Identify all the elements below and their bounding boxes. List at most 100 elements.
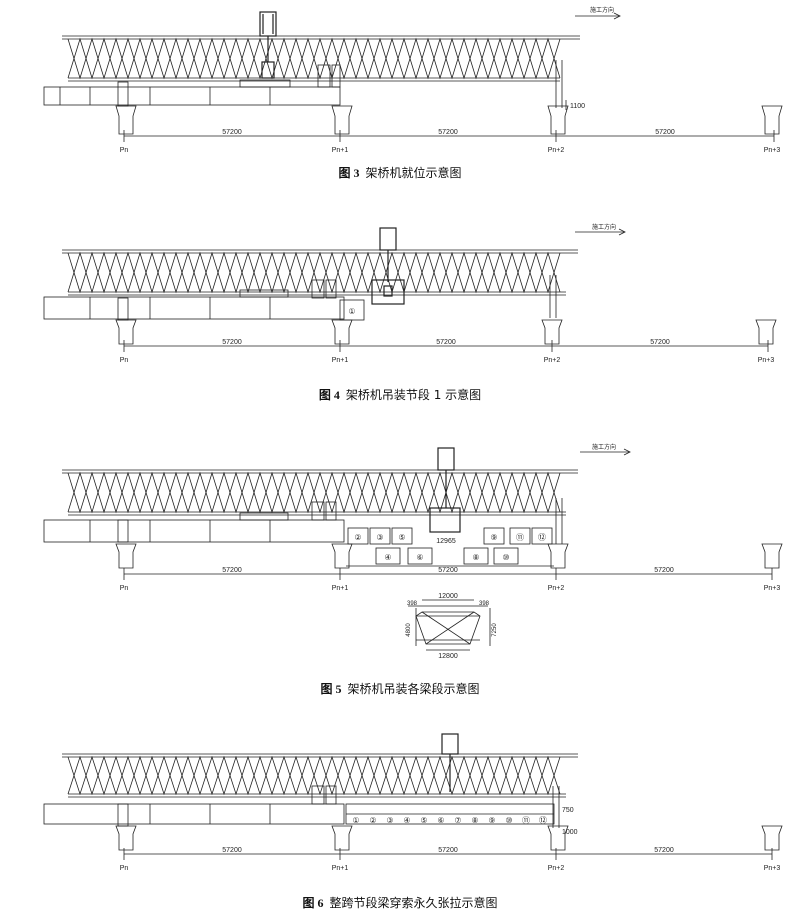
launching-gantry-truss <box>62 469 578 516</box>
segment-label-7: ⑦ <box>454 816 461 825</box>
span-label-1: 57200 <box>222 339 242 346</box>
pier-pn1 <box>331 319 353 345</box>
pier-label-pn: Pn <box>120 585 129 592</box>
segment-label-6: ⑥ <box>416 553 423 562</box>
segment-1-hoisted <box>371 279 405 305</box>
detail-dim-top: 12000 <box>438 593 458 600</box>
crane-trolley <box>371 227 405 305</box>
launching-gantry-truss <box>62 249 578 296</box>
pier-pn2 <box>541 319 563 345</box>
launching-gantry-truss <box>62 753 578 798</box>
pier-pn <box>115 319 137 345</box>
dim-1000: 1000 <box>562 829 578 836</box>
direction-label: 施工方向 <box>590 6 614 14</box>
span-label-1: 57200 <box>222 567 242 574</box>
crane-trolley <box>441 733 459 792</box>
segment-label-3: ③ <box>376 533 383 542</box>
segment-label-10: ⑩ <box>502 553 509 562</box>
segment-label-2: ② <box>354 533 361 542</box>
pier-label-pn3: Pn+3 <box>764 147 781 154</box>
span-label-3: 57200 <box>654 847 674 854</box>
segment-label-12: ⑫ <box>539 816 547 825</box>
figure-4-drawing: 施工方向 ① 57200 57200 57200 Pn Pn+1 Pn+2 Pn… <box>43 223 777 364</box>
pier-pn2 <box>547 825 569 851</box>
figure-5-title: 架桥机吊装各梁段示意图 <box>347 682 480 696</box>
segment-label-11: ⑪ <box>516 533 524 542</box>
segment-label-12: ⑫ <box>538 533 546 542</box>
pier-pn2 <box>547 543 569 569</box>
figure-5: 施工方向 12965 ② ③ ⑤ ④ ⑥ ⑧ ⑨ ⑩ ⑪ ⑫ 57200 572… <box>0 440 800 700</box>
dim-750: 750 <box>562 807 574 814</box>
pier-pn <box>115 825 137 851</box>
span-label-2: 57200 <box>436 339 456 346</box>
direction-label: 施工方向 <box>592 443 616 451</box>
pier-label-pn: Pn <box>120 357 129 364</box>
span-label-2: 57200 <box>438 847 458 854</box>
detail-dim-bottom: 12800 <box>438 653 458 660</box>
span-label-3: 57200 <box>654 567 674 574</box>
figure-4-number: 图 4 <box>318 388 340 402</box>
span-label-1: 57200 <box>222 847 242 854</box>
pier-pn3 <box>761 105 783 135</box>
pier-pn <box>115 105 137 135</box>
figure-4-caption: 图 4 架桥机吊装节段 1 示意图 <box>0 386 800 403</box>
figure-3-caption: 图 3 架桥机就位示意图 <box>0 164 800 181</box>
figure-4: 施工方向 ① 57200 57200 57200 Pn Pn+1 Pn+2 Pn… <box>0 220 800 410</box>
figure-5-drawing: 施工方向 12965 ② ③ ⑤ ④ ⑥ ⑧ ⑨ ⑩ ⑪ ⑫ 57200 572… <box>43 443 783 660</box>
segment-labels-row: ① ② ③ ④ ⑤ ⑥ ⑦ ⑧ ⑨ ⑩ ⑪ ⑫ <box>352 816 547 825</box>
figure-5-caption: 图 5 架桥机吊装各梁段示意图 <box>0 680 800 697</box>
span-label-2: 57200 <box>438 129 458 136</box>
pier-label-pn2: Pn+2 <box>548 147 565 154</box>
figure-3-title: 架桥机就位示意图 <box>365 166 462 180</box>
pier-label-pn1: Pn+1 <box>332 357 349 364</box>
crane-trolley <box>429 447 461 533</box>
pier-label-pn3: Pn+3 <box>764 865 781 872</box>
dim-1100: 1100 <box>570 103 585 110</box>
pier-label-pn3: Pn+3 <box>758 357 775 364</box>
launching-gantry-truss <box>62 35 580 82</box>
dim-12965: 12965 <box>436 538 456 545</box>
segment-label-2: ② <box>369 816 376 825</box>
pier-label-pn: Pn <box>120 147 129 154</box>
span-label-3: 57200 <box>650 339 670 346</box>
figure-3: 施工方向 1100 57200 57200 57200 Pn Pn+1 Pn+2… <box>0 0 800 190</box>
figure-4-title: 架桥机吊装节段 1 示意图 <box>345 388 482 402</box>
segment-label-8: ⑧ <box>471 816 478 825</box>
pier-pn2 <box>547 105 569 135</box>
segment-label-4: ④ <box>403 816 410 825</box>
pier-pn3 <box>761 543 783 569</box>
segment-label-9: ⑨ <box>490 533 497 542</box>
figure-6-title: 整跨节段梁穿索永久张拉示意图 <box>329 896 498 910</box>
segment-label-6: ⑥ <box>437 816 444 825</box>
segment-cross-section-detail <box>408 599 491 651</box>
pier-label-pn1: Pn+1 <box>332 147 349 154</box>
pier-label-pn1: Pn+1 <box>332 865 349 872</box>
segment-label-5: ⑤ <box>398 533 405 542</box>
span-label-1: 57200 <box>222 129 242 136</box>
pier-label-pn2: Pn+2 <box>548 865 565 872</box>
segment-label-4: ④ <box>384 553 391 562</box>
segment-label-11: ⑪ <box>522 816 530 825</box>
segment-label-9: ⑨ <box>488 816 495 825</box>
pier-label-pn2: Pn+2 <box>544 357 561 364</box>
figure-6: ① ② ③ ④ ⑤ ⑥ ⑦ ⑧ ⑨ ⑩ ⑪ ⑫ 750 1000 57200 5… <box>0 728 800 916</box>
figure-3-drawing: 施工方向 1100 57200 57200 57200 Pn Pn+1 Pn+2… <box>43 6 783 154</box>
existing-girder <box>43 86 341 106</box>
crane-trolley <box>259 11 277 79</box>
segment-label-3: ③ <box>386 816 393 825</box>
figure-5-number: 图 5 <box>320 682 342 696</box>
pier-pn1 <box>331 825 353 851</box>
segment-label-1: ① <box>352 816 359 825</box>
segment-label-8: ⑧ <box>472 553 479 562</box>
detail-dim-right: 398 <box>479 601 490 607</box>
detail-dim-left: 398 <box>407 601 418 607</box>
figure-6-number: 图 6 <box>302 896 324 910</box>
segment-label-1: ① <box>348 307 355 316</box>
pier-label-pn: Pn <box>120 865 129 872</box>
detail-dim-height-left: 4800 <box>406 623 412 637</box>
figure-3-number: 图 3 <box>338 166 360 180</box>
pier-pn3 <box>761 825 783 851</box>
span-label-2: 57200 <box>438 567 458 574</box>
existing-girder <box>43 803 345 825</box>
pier-pn <box>115 543 137 569</box>
